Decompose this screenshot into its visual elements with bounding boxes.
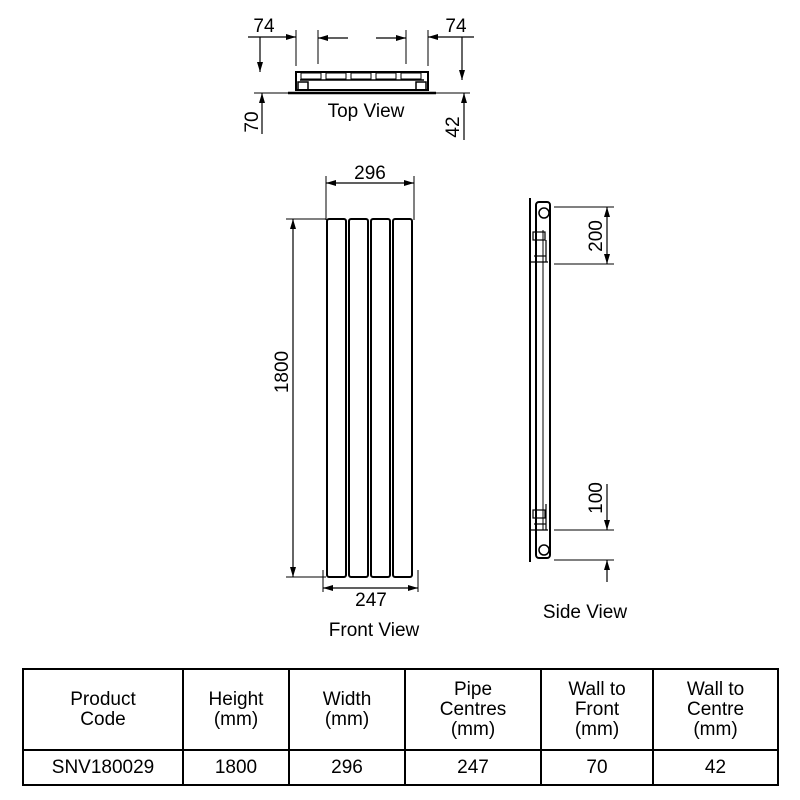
cell-wall-to-front: 70 <box>540 749 654 786</box>
header-height: Height (mm) <box>182 668 290 751</box>
side-view-caption: Side View <box>543 602 627 623</box>
front-panel-3 <box>370 218 391 578</box>
front-view <box>286 176 419 592</box>
table-row: SNV180029 1800 296 247 70 42 <box>22 749 779 786</box>
cell-product-code: SNV180029 <box>22 749 184 786</box>
cell-pipe-centres: 247 <box>404 749 542 786</box>
header-pipe-centres: Pipe Centres (mm) <box>404 668 542 751</box>
header-product-code: Product Code <box>22 668 184 751</box>
cell-width: 296 <box>288 749 406 786</box>
cell-wall-to-centre: 42 <box>652 749 779 786</box>
front-view-caption: Front View <box>329 620 420 641</box>
cell-height: 1800 <box>182 749 290 786</box>
side-dim-bottom-label: 100 <box>586 482 607 514</box>
top-view <box>248 30 474 140</box>
header-width: Width (mm) <box>288 668 406 751</box>
front-dim-width-label: 296 <box>354 163 386 184</box>
table-header-row: Product Code Height (mm) Width (mm) Pipe… <box>22 668 779 751</box>
side-dim-top-label: 200 <box>586 220 607 252</box>
top-view-caption: Top View <box>328 101 405 122</box>
technical-drawing: 74 74 70 42 Top View <box>242 16 627 641</box>
header-wall-to-centre: Wall to Centre (mm) <box>652 668 779 751</box>
top-dim-right-label: 74 <box>445 16 467 37</box>
front-dim-pipe-label: 247 <box>355 590 387 611</box>
front-panel-2 <box>348 218 369 578</box>
front-panel-4 <box>392 218 413 578</box>
specification-table: Product Code Height (mm) Width (mm) Pipe… <box>22 668 779 786</box>
side-view <box>529 198 614 582</box>
top-dim-left-label: 74 <box>253 16 275 37</box>
top-depth-right-label: 42 <box>443 116 464 137</box>
front-dim-height-label: 1800 <box>272 351 293 393</box>
header-wall-to-front: Wall to Front (mm) <box>540 668 654 751</box>
top-depth-left-label: 70 <box>242 111 263 132</box>
front-panel-1 <box>326 218 347 578</box>
top-view-body <box>295 71 429 91</box>
